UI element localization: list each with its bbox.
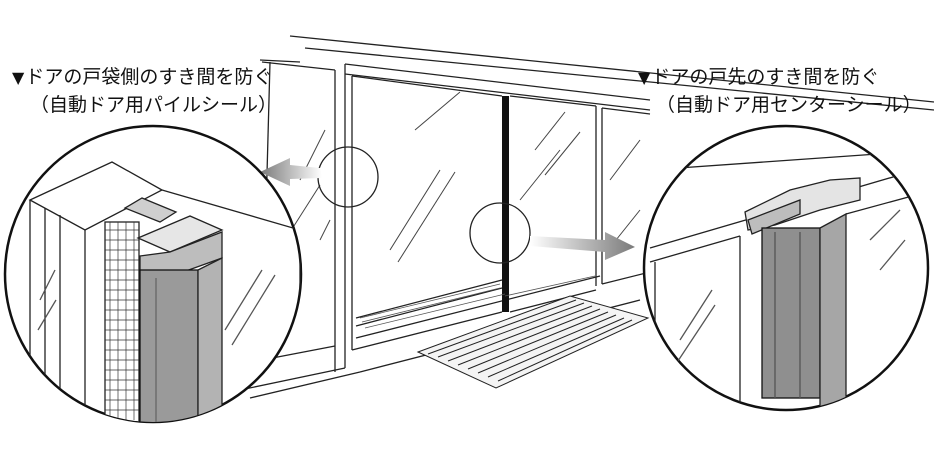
left-caption-title: ▼ドアの戸袋側のすき間を防ぐ	[12, 64, 272, 91]
right-caption-subtitle: （自動ドア用センターシール）	[656, 94, 922, 116]
detail-circle-right	[469, 202, 531, 264]
left-caption-line1: ドアの戸袋側のすき間を防ぐ	[25, 66, 273, 88]
detail-circle-left	[317, 146, 379, 208]
right-caption-line1: ドアの戸先のすき間を防ぐ	[651, 66, 880, 88]
storefront	[239, 35, 934, 399]
right-arrow-icon	[530, 232, 635, 260]
door-mat	[416, 295, 650, 389]
triangle-marker-icon: ▼	[638, 68, 651, 87]
triangle-marker-icon: ▼	[12, 68, 25, 87]
floor-grate	[359, 275, 596, 329]
right-detail	[642, 124, 930, 412]
left-detail	[3, 124, 303, 424]
glass-reflections	[284, 91, 641, 263]
left-arrow-icon	[260, 158, 322, 186]
right-caption-title: ▼ドアの戸先のすき間を防ぐ	[638, 64, 879, 91]
left-caption-subtitle: （自動ドア用パイルシール）	[30, 94, 278, 116]
